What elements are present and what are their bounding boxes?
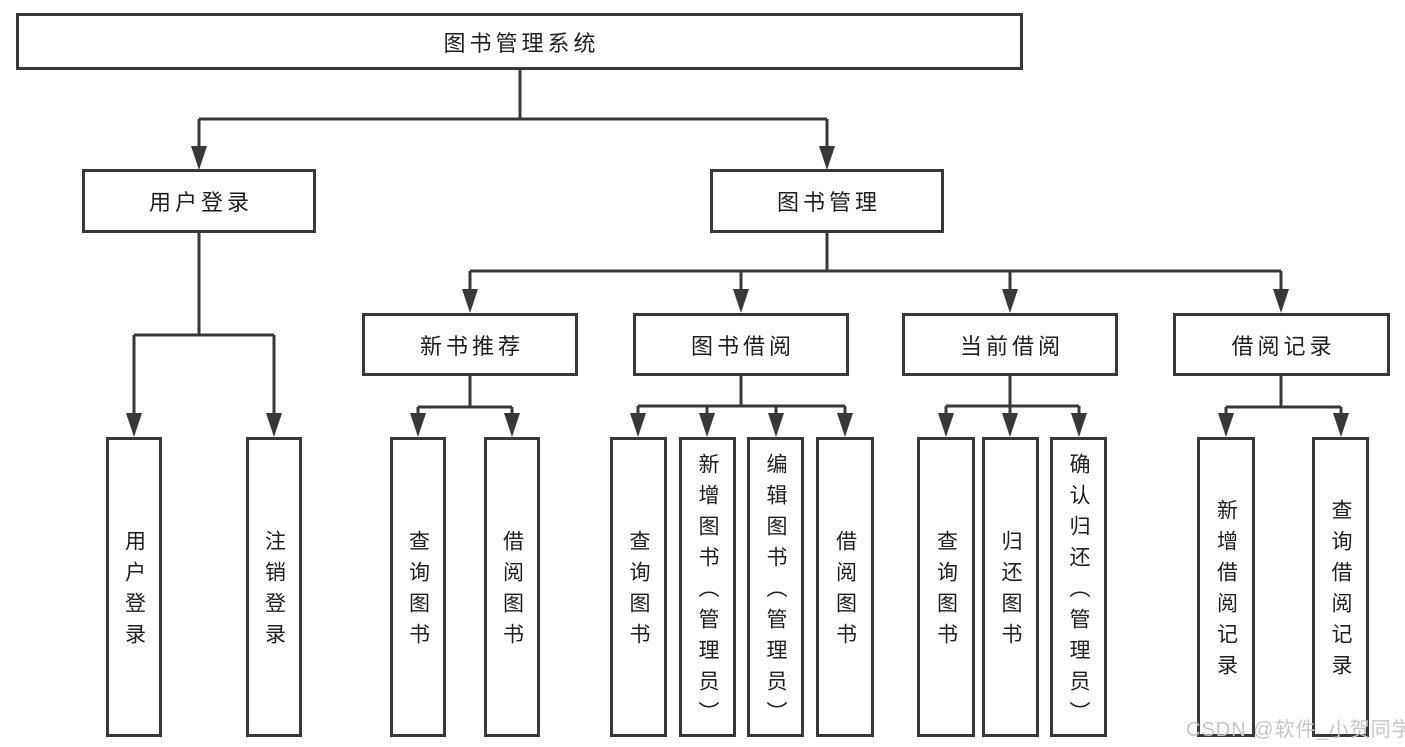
arrowhead-icons xyxy=(126,146,1349,437)
node-label: 新书推荐 xyxy=(419,333,524,359)
leaf-return-books: 归还图书 xyxy=(982,437,1039,737)
leaf-user-login: 用户登录 xyxy=(106,437,162,737)
leaf-query-borrow-record: 查询借阅记录 xyxy=(1312,437,1369,737)
node-book-management: 图书管理 xyxy=(710,169,944,233)
node-label: 查询借阅记录 xyxy=(1329,499,1352,685)
node-label: 编辑图书（管理员） xyxy=(764,452,787,732)
node-label: 新增图书（管理员） xyxy=(696,452,719,732)
node-label: 查询图书 xyxy=(627,530,650,654)
node-label: 确认归还（管理员） xyxy=(1067,452,1090,732)
node-library-management-system: 图书管理系统 xyxy=(16,13,1023,70)
leaf-confirm-return-admin: 确认归还（管理员） xyxy=(1050,437,1107,737)
node-label: 借阅记录 xyxy=(1231,333,1336,359)
node-label: 借阅图书 xyxy=(500,530,524,654)
node-borrowing-records: 借阅记录 xyxy=(1173,313,1390,376)
leaf-borrow-books-recommend: 借阅图书 xyxy=(484,437,540,737)
node-label: 图书管理系统 xyxy=(443,30,600,56)
leaf-query-books-borrow: 查询图书 xyxy=(610,437,667,737)
watermark: CSDN @软件_小贺同学 xyxy=(1186,719,1405,741)
node-label: 用户登录 xyxy=(122,530,146,654)
node-new-book-recommendation: 新书推荐 xyxy=(362,313,578,376)
node-label: 图书管理 xyxy=(776,190,881,215)
node-label: 当前借阅 xyxy=(959,333,1064,359)
node-book-borrowing: 图书借阅 xyxy=(633,313,849,376)
leaf-add-borrow-record: 新增借阅记录 xyxy=(1197,437,1255,737)
node-label: 借阅图书 xyxy=(833,530,857,654)
node-label: 查询图书 xyxy=(406,530,430,654)
leaf-logout: 注销登录 xyxy=(246,437,302,737)
node-label: 图书借阅 xyxy=(690,333,795,359)
leaf-edit-book-admin: 编辑图书（管理员） xyxy=(747,437,804,737)
leaf-add-book-admin: 新增图书（管理员） xyxy=(679,437,736,737)
node-label: 新增借阅记录 xyxy=(1214,499,1238,685)
node-current-borrowing: 当前借阅 xyxy=(902,313,1118,376)
node-label: 查询图书 xyxy=(934,530,958,654)
node-label: 用户登录 xyxy=(148,190,253,215)
node-user-login: 用户登录 xyxy=(82,169,316,233)
node-label: 归还图书 xyxy=(999,530,1022,654)
leaf-borrow-books: 借阅图书 xyxy=(816,437,874,737)
leaf-query-books-current: 查询图书 xyxy=(917,437,975,737)
node-label: 注销登录 xyxy=(262,530,286,654)
leaf-query-books-recommend: 查询图书 xyxy=(390,437,446,737)
